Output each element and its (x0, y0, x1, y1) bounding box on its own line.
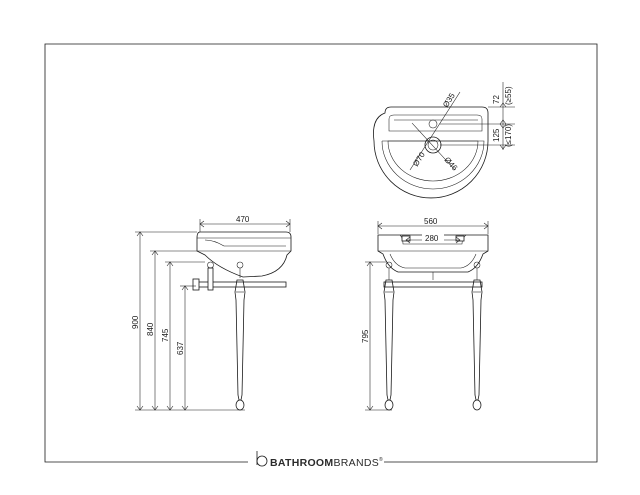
plan-view: 72 (≥55) 125 (≤170) Ø35 Ø70 Ø46 (373, 82, 515, 199)
side-dim-637: 637 (176, 341, 185, 355)
drawing-frame (44, 43, 598, 463)
plan-dim-55: (≥55) (504, 86, 513, 105)
side-view: 470 900 840 745 637 (131, 215, 292, 411)
side-bracket-cap (207, 261, 214, 269)
plan-inner-bowl (387, 140, 479, 182)
front-dim-795-arrows (366, 261, 374, 411)
plan-inner-bowl-rim (381, 140, 485, 190)
front-leg-right (471, 279, 483, 401)
side-leg (234, 279, 246, 401)
front-tap-left (401, 235, 411, 242)
plan-dim-170: (≤170) (504, 124, 513, 147)
brand-b-icon (256, 451, 268, 467)
front-basin (377, 234, 489, 273)
side-back-bracket (207, 267, 214, 291)
plan-leader-1 (409, 91, 461, 171)
plan-dim-125: 125 (492, 128, 501, 142)
front-leg-right-foot (472, 399, 482, 411)
side-basin-inner (204, 239, 286, 247)
front-dim-795: 795 (361, 329, 370, 343)
front-dim-560-arrows (377, 222, 489, 230)
plan-outer-outline (373, 106, 489, 199)
brand-logo: BATHROOMBRANDS® (256, 451, 383, 469)
plan-dim-arrows (499, 102, 507, 150)
plan-dim-72: 72 (492, 95, 501, 104)
plan-dim-d46: Ø46 (443, 155, 460, 173)
front-dim-280-bg (422, 233, 444, 242)
side-dim-470-arrows (199, 220, 291, 228)
side-leg-foot (235, 399, 245, 411)
front-view: 560 280 795 (361, 217, 489, 411)
plan-back-deck (388, 114, 483, 132)
plan-waste-inner (427, 139, 439, 151)
side-dim-470: 470 (236, 215, 250, 224)
side-rail-end (192, 278, 200, 291)
brand-mark: ® (379, 456, 383, 463)
side-dim-840: 840 (146, 322, 155, 336)
front-leg-left-foot (384, 399, 394, 411)
front-dim-560: 560 (424, 217, 438, 226)
front-dim-280-arrows (405, 236, 461, 244)
front-rail (383, 281, 483, 288)
side-dim-arrows (136, 231, 189, 411)
front-leg-left (383, 279, 395, 401)
front-dim-280: 280 (425, 234, 439, 243)
front-basin-underside (389, 253, 477, 269)
plan-waste-outer (424, 136, 442, 154)
brand-name-light: BRANDS (333, 457, 379, 469)
plan-dim-d70: Ø70 (411, 150, 427, 168)
side-dim-745: 745 (161, 328, 170, 342)
front-tap-right (455, 235, 465, 242)
brand-name: BATHROOMBRANDS® (270, 456, 383, 469)
brand-name-bold: BATHROOM (270, 457, 333, 469)
side-leg-cap (236, 261, 244, 269)
plan-tap-hole (428, 119, 438, 129)
side-dim-900: 900 (131, 315, 140, 329)
plan-leader-2 (411, 122, 456, 171)
